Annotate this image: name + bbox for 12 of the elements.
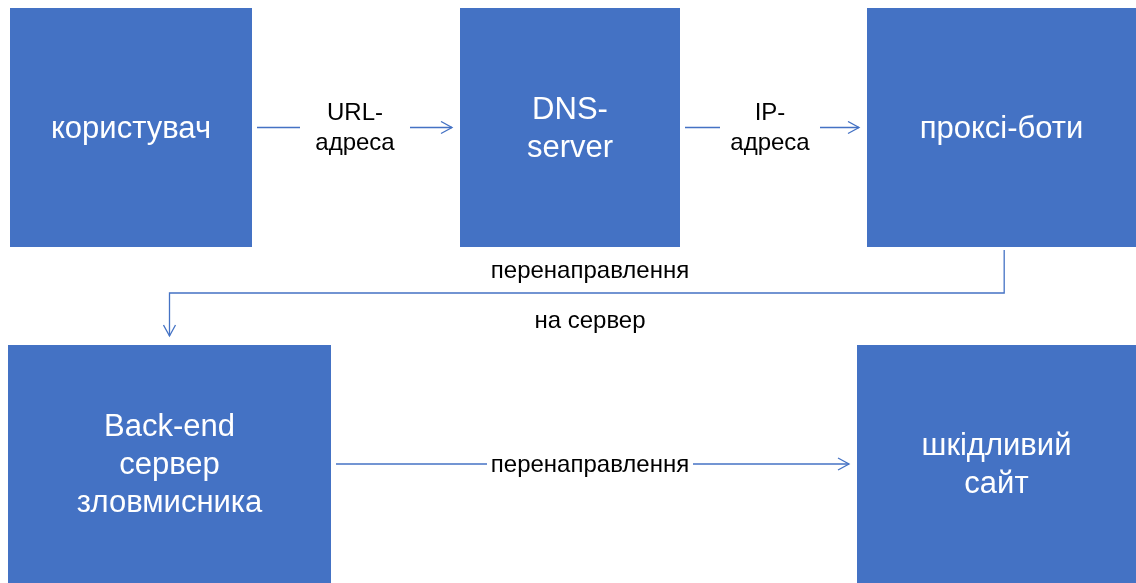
box-label: проксі-боти [919, 108, 1084, 147]
process-box [867, 8, 1136, 247]
box-label: шкідливий сайт [920, 426, 1073, 502]
process-box [8, 345, 331, 583]
edge-label: перенаправлення на сервер [489, 255, 691, 335]
box-label: Back-end сервер зловмисника [75, 407, 264, 521]
process-box [857, 345, 1136, 583]
process-box [460, 8, 680, 247]
arrow [162, 249, 1005, 337]
process-box [10, 8, 252, 247]
box-label: користувач [50, 108, 212, 147]
box-label: DNS-server [525, 89, 615, 166]
